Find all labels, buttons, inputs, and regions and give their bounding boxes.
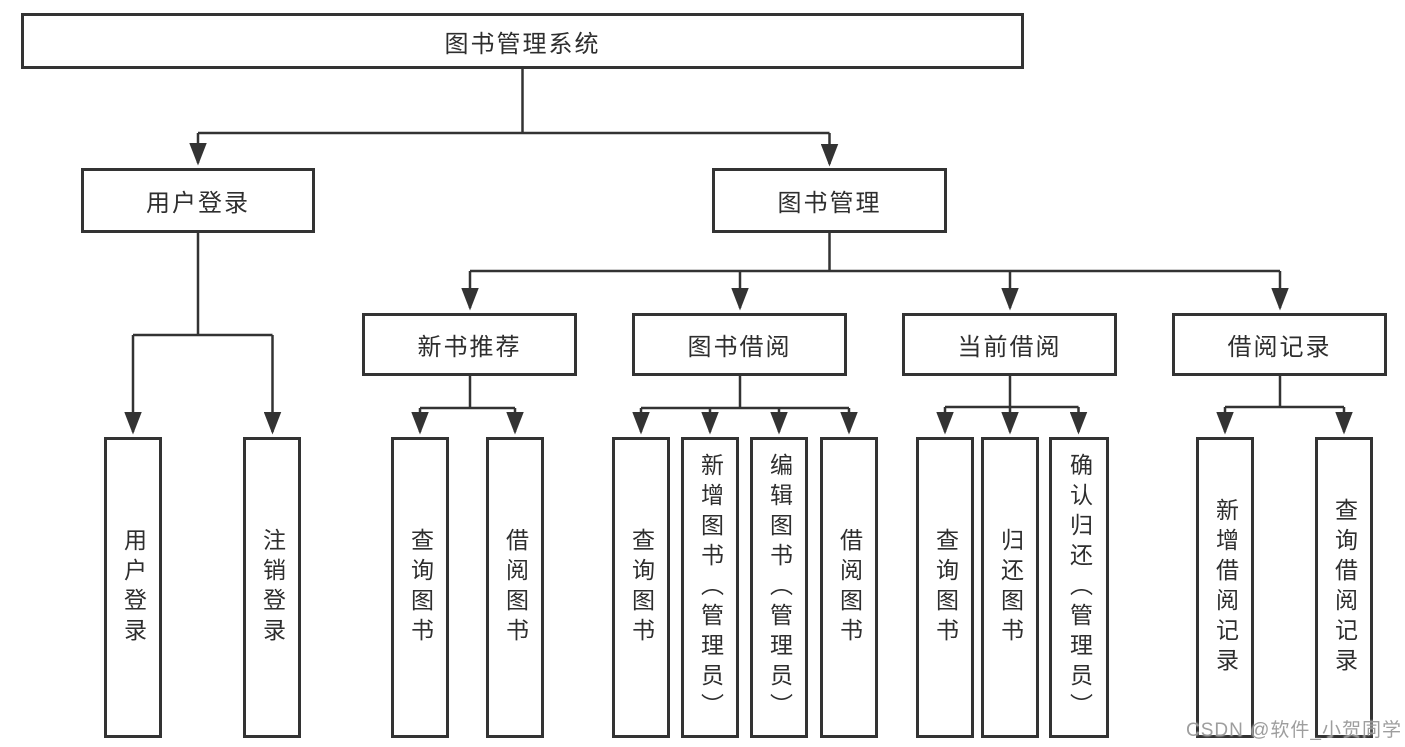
leaf-logout: 注销登录 (243, 437, 301, 738)
leaf-borrow-book-1-label: 借阅图书 (502, 527, 529, 648)
leaf-query-book-1-label: 查询图书 (407, 527, 434, 648)
node-book-management: 图书管理 (712, 168, 947, 233)
leaf-query-borrow-record: 查询借阅记录 (1315, 437, 1373, 738)
leaf-borrow-book-2-label: 借阅图书 (836, 527, 863, 648)
node-current-borrow-label: 当前借阅 (957, 334, 1062, 361)
leaf-user-login: 用户登录 (104, 437, 162, 738)
leaf-borrow-book-1: 借阅图书 (486, 437, 544, 738)
leaf-query-book-2-label: 查询图书 (628, 527, 655, 648)
leaf-query-book-3: 查询图书 (916, 437, 974, 738)
csdn-watermark: CSDN @软件_小贺同学 (1186, 720, 1402, 741)
leaf-return-book-label: 归还图书 (997, 527, 1024, 648)
leaf-add-book-admin-label: 新增图书（管理员） (697, 452, 724, 723)
node-root-label: 图书管理系统 (444, 30, 601, 58)
node-book-borrow-label: 图书借阅 (687, 334, 792, 361)
node-book-borrow: 图书借阅 (632, 313, 847, 376)
leaf-logout-label: 注销登录 (259, 527, 286, 648)
leaf-query-book-2: 查询图书 (612, 437, 670, 738)
leaf-confirm-return-admin-label: 确认归还（管理员） (1066, 452, 1093, 723)
leaf-query-borrow-record-label: 查询借阅记录 (1331, 497, 1358, 678)
node-borrow-records: 借阅记录 (1172, 313, 1387, 376)
node-root: 图书管理系统 (21, 13, 1024, 69)
leaf-edit-book-admin: 编辑图书（管理员） (750, 437, 808, 738)
node-current-borrow: 当前借阅 (902, 313, 1117, 376)
leaf-query-book-1: 查询图书 (391, 437, 449, 738)
leaf-query-book-3-label: 查询图书 (932, 527, 959, 648)
leaf-add-borrow-record: 新增借阅记录 (1196, 437, 1254, 738)
node-book-management-label: 图书管理 (777, 190, 882, 217)
node-user-login-label: 用户登录 (146, 190, 250, 217)
node-user-login: 用户登录 (81, 168, 315, 233)
node-new-book-recommend-label: 新书推荐 (417, 334, 522, 361)
node-new-book-recommend: 新书推荐 (362, 313, 577, 376)
leaf-confirm-return-admin: 确认归还（管理员） (1049, 437, 1109, 738)
leaf-add-borrow-record-label: 新增借阅记录 (1212, 497, 1239, 678)
leaf-return-book: 归还图书 (981, 437, 1039, 738)
leaf-borrow-book-2: 借阅图书 (820, 437, 878, 738)
leaf-user-login-label: 用户登录 (120, 527, 147, 648)
node-borrow-records-label: 借阅记录 (1227, 334, 1332, 361)
leaf-edit-book-admin-label: 编辑图书（管理员） (766, 452, 793, 723)
leaf-add-book-admin: 新增图书（管理员） (681, 437, 739, 738)
